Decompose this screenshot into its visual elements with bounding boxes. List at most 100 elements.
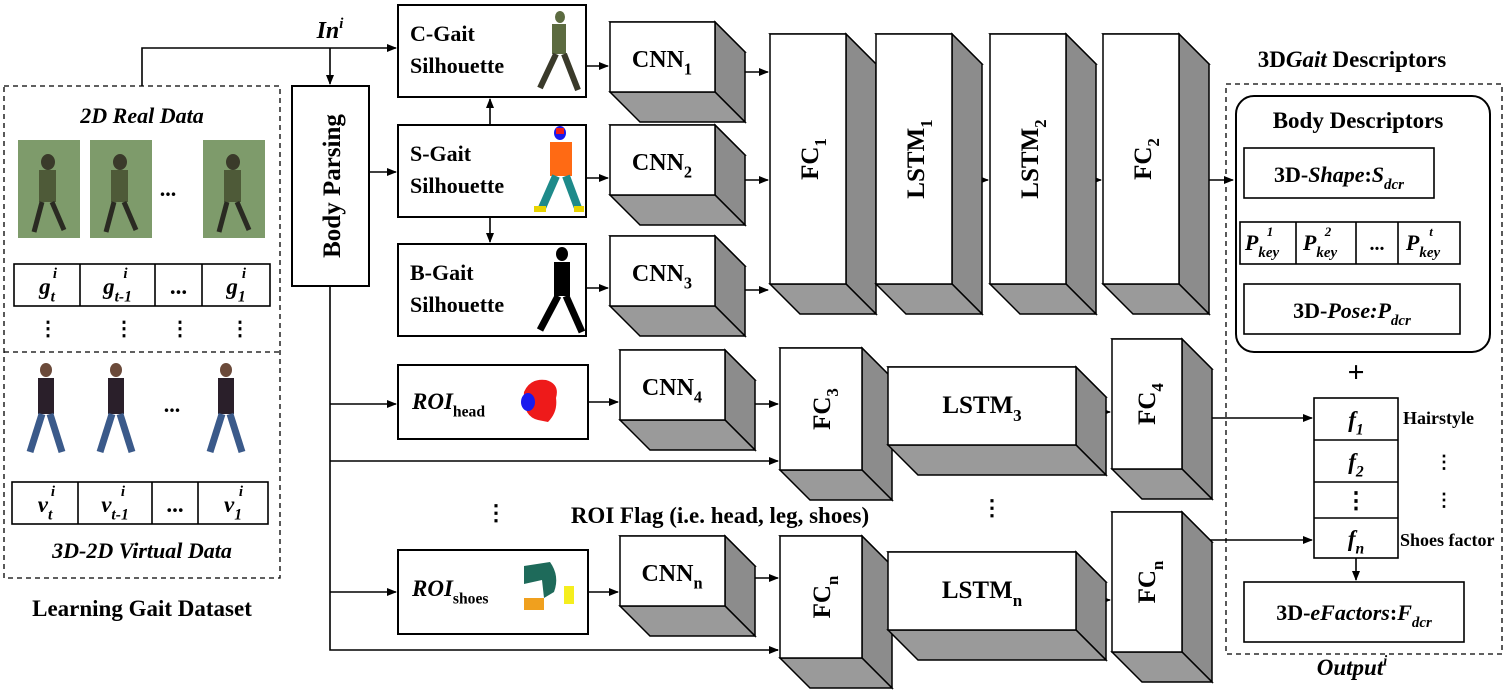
b-gait-figure-leg <box>562 294 586 334</box>
real-frame-head <box>113 154 127 170</box>
input-label: Ini <box>316 16 345 44</box>
b-gait-figure-head <box>556 247 568 261</box>
real-frame-leg <box>216 201 230 233</box>
efactors-label: 3D-eFactors:Fdcr <box>1276 600 1432 631</box>
real-frame-head <box>226 154 240 170</box>
c-gait-figure-leg <box>561 52 581 92</box>
lstmn-label: LSTMn <box>942 577 1023 610</box>
real-frame-leg <box>103 201 117 233</box>
virtual-frame-leg <box>26 412 46 454</box>
top-column-label-1: FC1 <box>797 138 830 180</box>
s-gait-figure-hair <box>556 128 564 134</box>
roi-label-1: ROIhead <box>411 389 485 420</box>
real-frame-torso <box>111 170 128 202</box>
g-vdots: ⋮ <box>38 318 58 340</box>
real-frame-leg <box>234 201 252 231</box>
roi-head-face <box>521 393 535 411</box>
shape-label: 3D-Shape:Sdcr <box>1274 162 1404 193</box>
factor-label-dots-2: ⋮ <box>1435 490 1453 510</box>
v-cell-sup: i <box>51 484 56 500</box>
cnn-label-4: CNN4 <box>642 375 702 407</box>
c-gait-figure-torso <box>552 24 566 54</box>
b-gait-figure-leg <box>536 294 562 332</box>
factor-cell-4: fn <box>1348 526 1364 557</box>
virtual-frame-leg <box>226 412 246 454</box>
roi-box-2 <box>397 549 589 635</box>
pkey-cell-1: Pkey <box>1244 230 1280 261</box>
factor-cell-1: f1 <box>1348 407 1363 438</box>
virtual-frame-torso <box>218 378 234 414</box>
fc4-block <box>1111 338 1183 470</box>
s-gait-figure-leg <box>562 174 582 210</box>
g-vdots: ⋮ <box>170 318 190 340</box>
s-gait-figure-leg <box>538 174 560 210</box>
efactors-box <box>1243 581 1465 643</box>
top-column-label-2: LSTM1 <box>903 119 936 198</box>
top-column-block-1-side-face <box>845 32 877 316</box>
top-column-block-1 <box>769 33 847 285</box>
top-column-block-2 <box>875 33 953 285</box>
g-cell-sup: i <box>242 266 247 282</box>
pkey-cell-sup: 2 <box>1324 224 1332 239</box>
real-frame-leg <box>121 201 139 231</box>
hairstyle-label: Hairstyle <box>1403 408 1474 428</box>
roi-flag-label: ROI Flag (i.e. head, leg, shoes) <box>571 503 869 528</box>
image-placeholders <box>18 11 586 610</box>
body-parsing-box <box>291 85 370 287</box>
fcn-block-1 <box>779 535 863 659</box>
roi-flag-vdots-right: ⋮ <box>981 495 1003 520</box>
top-column-label-4: FC2 <box>1130 138 1163 180</box>
lstmn-block-bottom-face <box>886 629 1108 661</box>
cnn-block-4 <box>619 349 726 421</box>
v-cell-4: v1 <box>224 492 242 523</box>
g-cell-3: ... <box>170 274 187 299</box>
real-ellipsis: ... <box>160 176 177 201</box>
silhouette-title: C-Gait <box>410 21 475 46</box>
real-frame-torso <box>39 170 56 202</box>
virtual-frame-leg <box>46 412 66 454</box>
top-column-block-3 <box>989 33 1067 285</box>
fc3-label: FC3 <box>809 388 842 430</box>
roi-box-1 <box>397 364 589 440</box>
virtual-frame-leg <box>206 412 226 454</box>
b-gait-figure-torso <box>554 262 570 296</box>
g-sequence-box <box>13 263 271 307</box>
pkey-sequence-box <box>1239 221 1461 265</box>
real-frame-head <box>41 154 55 170</box>
cnn-block-5 <box>619 535 726 607</box>
virtual-frame-2-head <box>110 363 122 377</box>
cnn-label-2: CNN2 <box>632 150 692 182</box>
top-column-label-3: LSTM2 <box>1017 119 1050 198</box>
g-cell-4: g1 <box>225 274 245 305</box>
g-cell-sup: i <box>53 266 58 282</box>
body-parsing-label: Body Parsing <box>319 114 346 258</box>
silhouette-subtitle: Silhouette <box>410 53 504 78</box>
virtual-ellipsis: ... <box>164 392 181 417</box>
lstm3-block <box>887 366 1077 446</box>
cnn-label-3: CNN3 <box>632 261 692 293</box>
lstm3-block-bottom-face <box>886 444 1108 476</box>
fcn-label-1: FCn <box>809 575 842 618</box>
fc3-block <box>779 347 863 471</box>
g-vdots: ⋮ <box>114 318 134 340</box>
s-gait-figure-shoe <box>574 206 584 212</box>
pkey-cell-2: Pkey <box>1302 230 1338 261</box>
top-column-block-3-side-face <box>1065 32 1097 316</box>
pkey-cell-4: Pkey <box>1405 230 1441 261</box>
c-gait-figure-leg <box>537 52 559 90</box>
plus-sign: + <box>1347 356 1364 389</box>
fc4-label: FC4 <box>1134 383 1167 425</box>
fcn-label-2: FCn <box>1134 560 1167 603</box>
output-label: Outputi <box>1317 653 1387 680</box>
silhouette-title: S-Gait <box>410 141 472 166</box>
silhouette-subtitle: Silhouette <box>410 173 504 198</box>
fcn-block-2 <box>1111 511 1183 653</box>
factors-column-box <box>1313 397 1399 559</box>
roi-head-image <box>523 379 557 422</box>
c-gait-figure-head <box>555 11 565 23</box>
roi-label-2: ROIshoes <box>411 576 489 607</box>
cnn-block-1 <box>609 21 716 93</box>
